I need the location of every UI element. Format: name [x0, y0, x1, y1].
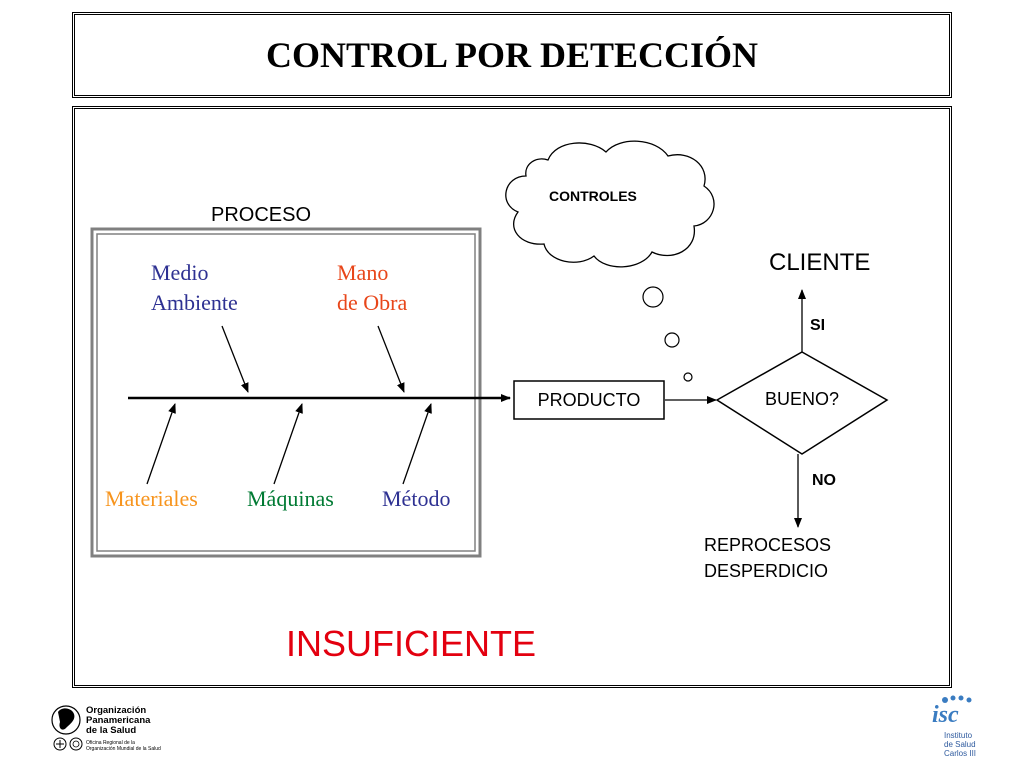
bone-maquinas	[273, 403, 303, 485]
result-label: INSUFICIENTE	[286, 623, 537, 664]
cause-mano-de-obra-line2: de Obra	[337, 290, 408, 315]
thought-bubble-small	[683, 372, 693, 382]
proceso-box-inner	[96, 233, 476, 552]
reject-line2: DESPERDICIO	[704, 561, 829, 581]
isc-logo-emblem	[942, 695, 972, 703]
ops-logo-line2: Panamericana	[86, 715, 151, 726]
ops-logo-emblem	[51, 705, 83, 751]
ops-logo-sub1: Oficina Regional de la	[86, 740, 135, 746]
cause-materiales: Materiales	[105, 486, 198, 511]
bone-materiales	[146, 403, 176, 485]
cause-mano-de-obra-line1: Mano	[337, 260, 389, 285]
cause-medio-ambiente: Medio Ambiente	[151, 258, 238, 318]
controles-label: CONTROLES	[549, 188, 637, 204]
bone-metodo	[402, 403, 432, 485]
cliente-label: CLIENTE	[769, 249, 871, 276]
si-label: SI	[810, 317, 826, 334]
decision-label: BUENO?	[764, 388, 840, 409]
cause-medio-ambiente-line2: Ambiente	[151, 290, 238, 315]
cause-metodo: Método	[382, 486, 451, 511]
ops-logo-line3: de la Salud	[86, 725, 137, 736]
isc-logo-text: Instituto de Salud Carlos III	[944, 731, 976, 758]
cause-medio-ambiente-line1: Medio	[151, 260, 209, 285]
proceso-label: PROCESO	[211, 204, 312, 226]
ops-logo-sub2: Organización Mundial de la Salud	[86, 746, 161, 752]
cause-maquinas: Máquinas	[247, 486, 334, 511]
ops-logo-sub: Oficina Regional de la Organización Mund…	[86, 740, 161, 752]
page-title: CONTROL POR DETECCIÓN	[265, 35, 759, 75]
isc-logo-line2: de Salud	[944, 740, 976, 749]
producto-box	[513, 380, 665, 420]
title-frame	[72, 12, 952, 98]
isc-logo-line1: Instituto	[944, 731, 973, 740]
reject-label: REPROCESOS DESPERDICIO	[704, 532, 831, 584]
ops-logo: Organización Panamericana de la Salud	[86, 706, 150, 736]
producto-label: PRODUCTO	[537, 389, 641, 410]
controles-cloud	[505, 140, 715, 268]
thought-bubble-large	[642, 286, 664, 308]
thought-bubble-medium	[664, 332, 680, 348]
isc-logo-line3: Carlos III	[944, 749, 977, 758]
cause-mano-de-obra: Mano de Obra	[337, 258, 407, 318]
decision-diamond	[715, 351, 889, 455]
proceso-box	[90, 227, 482, 558]
no-label: NO	[812, 472, 836, 489]
ops-logo-line1: Organización	[86, 705, 147, 716]
main-frame	[72, 106, 952, 688]
isc-logo-mark: isc	[932, 702, 959, 728]
reject-line1: REPROCESOS	[704, 535, 832, 555]
bone-medio-ambiente	[221, 325, 249, 393]
bone-mano-de-obra	[377, 325, 405, 393]
